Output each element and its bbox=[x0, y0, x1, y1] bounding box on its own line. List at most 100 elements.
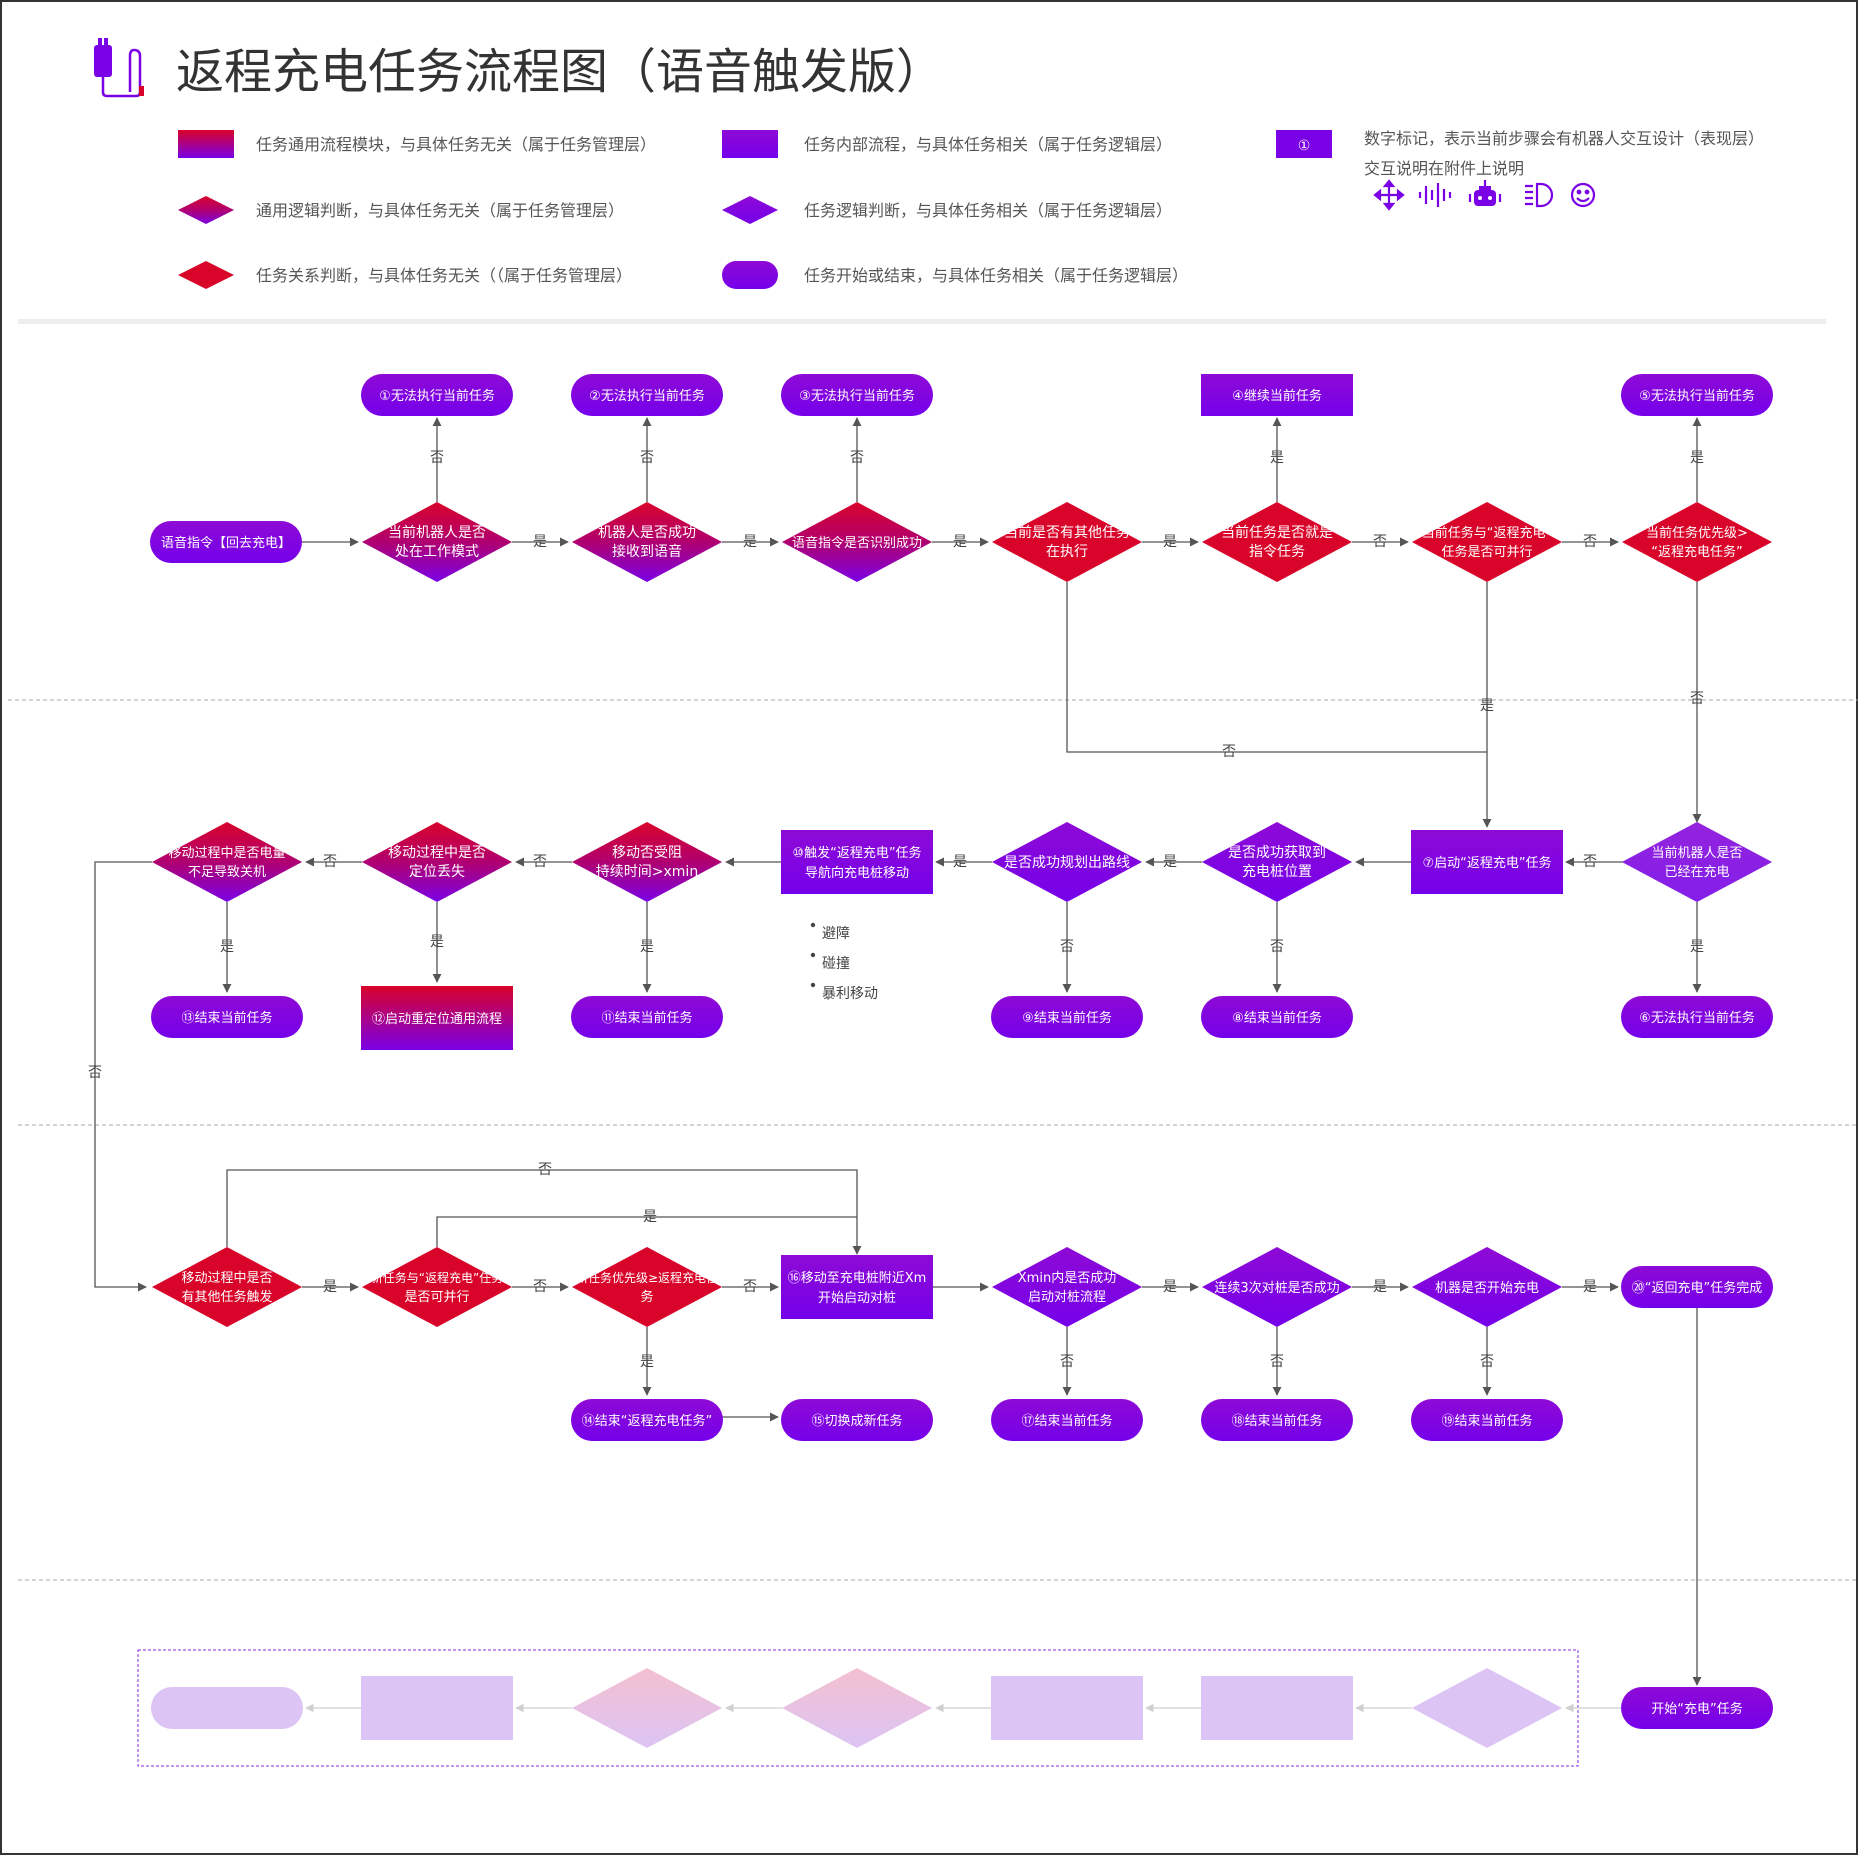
end-node-label: ⑬结束当前任务 bbox=[181, 1010, 272, 1026]
process-label: ④继续当前任务 bbox=[1232, 388, 1322, 404]
decision-text: 移动过程中是否 bbox=[388, 845, 486, 861]
legend-generic-module-swatch bbox=[178, 130, 234, 158]
relocate-generic-flow: ⑫启动重定位通用流程 bbox=[361, 986, 513, 1050]
legend: 任务通用流程模块，与具体任务无关（属于任务管理层） 任务内部流程，与具体任务相关… bbox=[178, 129, 1764, 289]
decision-text: 接收到语音 bbox=[612, 543, 682, 560]
navigation-notes: 避障 碰撞 暴利移动 bbox=[810, 922, 878, 1002]
decision-text: 在执行 bbox=[1046, 544, 1088, 560]
label-yes: 是 bbox=[1690, 450, 1704, 466]
decision-text: 任务是否可并行 bbox=[1441, 544, 1532, 560]
label-no: 否 bbox=[1480, 1354, 1494, 1370]
decision-parallel-1: 当前任务与“返程充电” 任务是否可并行 bbox=[1412, 502, 1562, 582]
label-yes: 是 bbox=[323, 1279, 337, 1295]
decision-text: 处在工作模式 bbox=[395, 544, 479, 560]
decision-text: 语音指令是否识别成功 bbox=[792, 535, 922, 551]
label-yes: 是 bbox=[640, 1354, 654, 1370]
end-node-6: ⑥无法执行当前任务 bbox=[1621, 996, 1773, 1038]
label-yes: 是 bbox=[220, 939, 234, 955]
legend-relation-judgement: 任务关系判断，与具体任务无关（（属于任务管理层） bbox=[256, 266, 632, 285]
process-label: 导航向充电桩移动 bbox=[805, 865, 909, 881]
decision-low-power: 移动过程中是否电量 不足导致关机 bbox=[152, 822, 302, 902]
move-icon bbox=[1373, 179, 1405, 211]
decision-text: 当前机器人是否 bbox=[1651, 845, 1742, 861]
label-yes: 是 bbox=[1690, 939, 1704, 955]
decision-text: 持续时间>xmin bbox=[596, 863, 698, 880]
robot-icon bbox=[1468, 180, 1502, 206]
end-node-1: ①无法执行当前任务 bbox=[361, 374, 513, 416]
decision-priority-1: 当前任务优先级> “返程充电任务” bbox=[1622, 502, 1772, 582]
decision-text: 当前机器人是否 bbox=[388, 524, 486, 541]
end-node-label: ⑭结束“返程充电任务” bbox=[582, 1413, 712, 1429]
decision-voice-recognized: 语音指令是否识别成功 bbox=[782, 502, 932, 582]
decision-text: 当前任务优先级> bbox=[1646, 525, 1748, 541]
label-yes: 是 bbox=[1583, 1279, 1597, 1295]
decision-text: 已经在充电 bbox=[1664, 864, 1729, 880]
move-near-pile: ⑯移动至充电桩附近Xm 开始启动对桩 bbox=[781, 1255, 933, 1319]
label-yes: 是 bbox=[533, 534, 547, 550]
note-item: 暴利移动 bbox=[822, 986, 878, 1002]
end-node-label: ⑥无法执行当前任务 bbox=[1639, 1010, 1755, 1026]
end-node-13: ⑬结束当前任务 bbox=[151, 996, 303, 1038]
voice-wave-icon bbox=[1418, 183, 1452, 207]
label-no: 否 bbox=[533, 854, 547, 870]
label-yes: 是 bbox=[643, 1209, 657, 1225]
legend-generic-module: 任务通用流程模块，与具体任务无关（属于任务管理层） bbox=[256, 135, 656, 154]
label-yes: 是 bbox=[953, 534, 967, 550]
decision-location-lost: 移动过程中是否 定位丢失 bbox=[362, 822, 512, 902]
decision-text: 启动对桩流程 bbox=[1028, 1290, 1106, 1305]
page-title: 返程充电任务流程图（语音触发版） bbox=[176, 44, 944, 100]
legend-task-judgement-swatch bbox=[722, 196, 778, 224]
end-node-5: ⑤无法执行当前任务 bbox=[1621, 374, 1773, 416]
end-node-label: ⑳“返回充电”任务完成 bbox=[1632, 1280, 1762, 1296]
legend-number-mark-swatch bbox=[1276, 130, 1332, 158]
smile-icon bbox=[1570, 182, 1596, 208]
faded-decision bbox=[782, 1668, 932, 1748]
decision-other-task-triggered: 移动过程中是否 有其他任务触发 bbox=[152, 1247, 302, 1327]
legend-number-mark-badge: ① bbox=[1298, 138, 1311, 154]
decision-already-charging: 当前机器人是否 已经在充电 bbox=[1622, 822, 1772, 902]
label-no: 否 bbox=[533, 1279, 547, 1295]
legend-start-end: 任务开始或结束，与具体任务相关（属于任务逻辑层） bbox=[804, 266, 1188, 285]
decision-text: “返程充电任务” bbox=[1651, 544, 1742, 560]
light-icon bbox=[1525, 182, 1554, 208]
decision-text: 移动过程中是否电量 bbox=[168, 846, 285, 861]
process-label: ⑩触发“返程充电”任务 bbox=[792, 845, 921, 861]
decision-text: 移动过程中是否 bbox=[181, 1271, 272, 1286]
label-yes: 是 bbox=[1270, 450, 1284, 466]
process-label: 开始启动对桩 bbox=[818, 1291, 896, 1306]
legend-task-judgement: 任务逻辑判断，与具体任务相关（属于任务逻辑层） bbox=[804, 201, 1172, 220]
label-no: 否 bbox=[1373, 534, 1387, 550]
label-no: 否 bbox=[430, 450, 444, 466]
end-node-label: ②无法执行当前任务 bbox=[589, 388, 705, 404]
faded-placeholder-nodes bbox=[151, 1668, 1562, 1748]
decision-text: 当前是否有其他任务 bbox=[1004, 524, 1130, 541]
label-no: 否 bbox=[1270, 939, 1284, 955]
continue-task-node-4: ④继续当前任务 bbox=[1201, 374, 1353, 416]
decision-text: 指令任务 bbox=[1249, 544, 1305, 560]
label-no: 否 bbox=[1583, 534, 1597, 550]
decision-text: 是否成功获取到 bbox=[1228, 845, 1326, 861]
end-node-label: ⑱结束当前任务 bbox=[1231, 1413, 1322, 1429]
faded-process bbox=[1201, 1676, 1353, 1740]
faded-decision bbox=[572, 1668, 722, 1748]
process-label: ⑫启动重定位通用流程 bbox=[372, 1011, 502, 1027]
label-yes: 是 bbox=[1163, 1279, 1177, 1295]
legend-generic-judgement: 通用逻辑判断，与具体任务无关（属于任务管理层） bbox=[256, 201, 624, 220]
decision-text: Xmin内是否成功 bbox=[1018, 1270, 1116, 1286]
label-yes: 是 bbox=[430, 934, 444, 950]
legend-generic-judgement-swatch bbox=[178, 196, 234, 224]
end-node-11: ⑪结束当前任务 bbox=[571, 996, 723, 1038]
decision-text: 是否可并行 bbox=[404, 1290, 469, 1305]
note-item: 避障 bbox=[822, 926, 850, 942]
faded-process bbox=[991, 1676, 1143, 1740]
label-no: 否 bbox=[1060, 939, 1074, 955]
decision-text: 充电桩位置 bbox=[1242, 863, 1312, 880]
end-node-14: ⑭结束“返程充电任务” bbox=[571, 1399, 723, 1441]
decision-text: 新任务优先级≥返程充电任 bbox=[576, 1270, 718, 1285]
decision-priority-2: 新任务优先级≥返程充电任 务 bbox=[572, 1247, 722, 1327]
voice-command-start: 语音指令【回去充电】 bbox=[150, 521, 302, 563]
charger-plug-icon bbox=[94, 38, 144, 98]
end-node-label: ③无法执行当前任务 bbox=[799, 388, 915, 404]
legend-relation-judgement-swatch bbox=[178, 261, 234, 289]
